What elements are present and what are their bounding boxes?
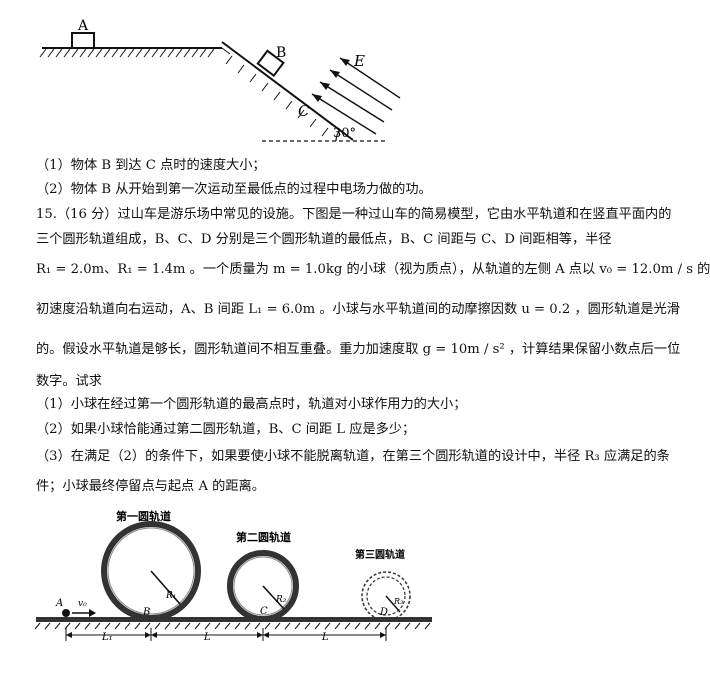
label-a: A bbox=[77, 18, 89, 34]
loop3-inner-line bbox=[366, 576, 406, 616]
horizontal-track bbox=[36, 617, 432, 622]
label-v0: v₀ bbox=[78, 599, 87, 609]
field-arrowheads bbox=[312, 58, 350, 102]
block-a bbox=[71, 32, 95, 49]
label-l-second: L bbox=[321, 632, 329, 643]
loop1-track bbox=[101, 521, 201, 621]
q15-line2: 三个圆形轨道组成，B、C、D 分别是三个圆形轨道的最低点，B、C 间距与 C、D… bbox=[36, 232, 612, 247]
loop1-inner-line bbox=[107, 527, 195, 615]
q15-sub2: （2）如果小球恰能通过第二圆形轨道，B、C 间距 L 应是多少； bbox=[36, 422, 416, 437]
loop3-track bbox=[361, 571, 411, 621]
incline-hatching bbox=[225, 55, 329, 137]
dimension-lines bbox=[65, 628, 387, 641]
loop2-inner-line bbox=[233, 556, 293, 616]
incline-line bbox=[221, 41, 354, 141]
incline-edge bbox=[221, 47, 231, 55]
loop3-radius bbox=[385, 595, 401, 613]
ball-a bbox=[62, 609, 70, 617]
loop2-track bbox=[227, 550, 299, 622]
angle-arc bbox=[335, 129, 341, 142]
label-b: B bbox=[276, 45, 286, 61]
q15-line1: 15.（16 分）过山车是游乐场中常见的设施。下图是一种过山车的简易模型，它由水… bbox=[36, 207, 672, 222]
loop3-title: 第三圆轨道 bbox=[355, 548, 405, 561]
incline-figure: A B C E 30° bbox=[39, 18, 401, 142]
q15-line3: R₁ = 2.0m、R₁ = 1.4m 。一个质量为 m = 1.0kg 的小球… bbox=[36, 262, 710, 277]
q15-line6: 数字。试求 bbox=[36, 374, 102, 389]
electric-field-lines bbox=[311, 57, 401, 135]
track-hatching bbox=[34, 622, 431, 630]
q15-line5: 的。假设水平轨道是够长，圆形轨道间不相互重叠。重力加速度取 g = 10m / … bbox=[36, 342, 681, 357]
label-r1: R₁ bbox=[165, 591, 176, 601]
ground-hatching bbox=[39, 48, 215, 58]
loop2-radius bbox=[262, 585, 285, 610]
label-l1: L₁ bbox=[101, 632, 113, 643]
label-l: L bbox=[203, 632, 211, 643]
q15-sub3-line1: （3）在满足（2）的条件下，如果要使小球不能脱离轨道，在第三个圆形轨道的设计中，… bbox=[36, 449, 670, 464]
q14-part2: （2）物体 B 从开始到第一次运动至最低点的过程中电场力做的功。 bbox=[36, 182, 432, 197]
angle-label: 30° bbox=[333, 126, 356, 141]
label-c: C bbox=[298, 102, 310, 120]
label-r2: R₂ bbox=[275, 595, 287, 605]
dimension-arrowheads bbox=[66, 632, 386, 638]
loop1-title: 第一圆轨道 bbox=[116, 509, 171, 523]
q15-sub1: （1）小球在经过第一个圆形轨道的最高点时，轨道对小球作用力的大小； bbox=[36, 397, 467, 412]
loop2-title: 第二圆轨道 bbox=[236, 530, 291, 544]
label-a: A bbox=[55, 598, 63, 609]
q15-line4: 初速度沿轨道向右运动，A、B 间距 L₁ = 6.0m 。小球与水平轨道间的动摩… bbox=[36, 302, 680, 317]
q14-part1: （1）物体 B 到达 C 点时的速度大小； bbox=[36, 158, 266, 173]
label-d: D bbox=[379, 607, 388, 618]
q15-sub3-line2: 件；小球最终停留点与起点 A 的距离。 bbox=[36, 479, 265, 494]
label-r3: R₃ bbox=[393, 597, 403, 606]
block-b bbox=[256, 49, 285, 78]
label-c: C bbox=[260, 606, 268, 617]
velocity-arrowhead bbox=[89, 609, 96, 617]
label-e: E bbox=[353, 52, 365, 70]
loop1-radius bbox=[150, 570, 181, 605]
label-b: B bbox=[142, 607, 150, 618]
